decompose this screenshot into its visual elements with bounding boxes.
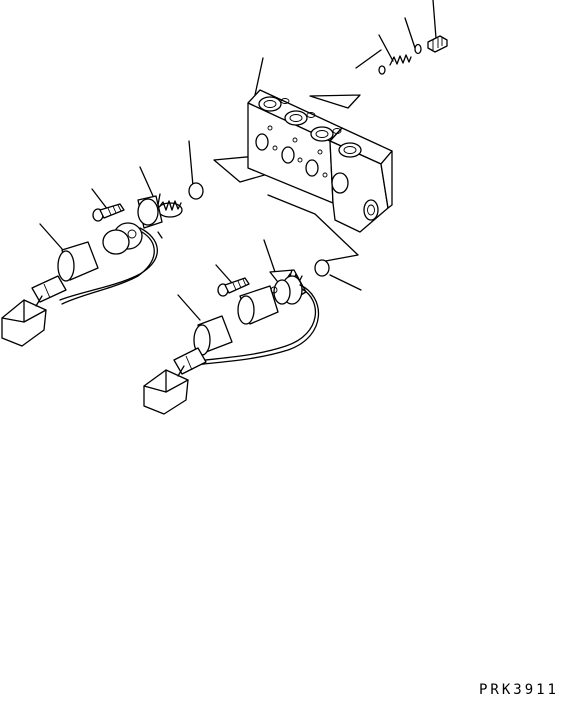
assembly-guide-lines	[213, 94, 361, 263]
wire-harness-upper	[59, 227, 158, 305]
connector-upper	[1, 295, 47, 347]
solenoid-valve-lower	[237, 269, 307, 325]
spring	[389, 54, 412, 66]
connector-lower	[143, 365, 189, 415]
boot-lower	[173, 315, 233, 375]
o-rings	[188, 43, 422, 277]
drawing-code: PRK3911	[478, 682, 559, 698]
bolt-upper	[92, 203, 125, 222]
plug	[427, 35, 448, 53]
boot-upper	[31, 241, 99, 303]
bolt-lower	[217, 277, 250, 297]
leader-lines	[39, 0, 437, 321]
wire-harness-lower	[189, 284, 320, 367]
solenoid-valve-upper	[102, 193, 183, 255]
valve-body	[247, 89, 393, 233]
